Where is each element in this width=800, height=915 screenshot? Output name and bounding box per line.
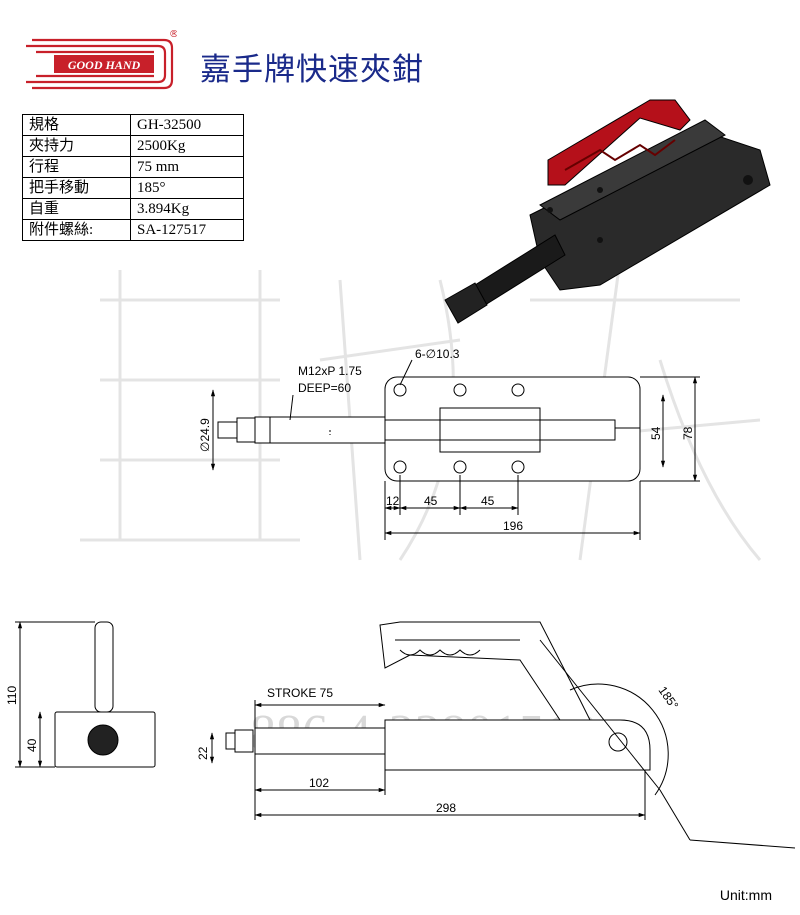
end-view	[15, 621, 156, 768]
dim-45a: 45	[424, 494, 438, 508]
dim-12: 12	[386, 494, 400, 508]
dim-40: 40	[25, 738, 39, 752]
spec-row: 附件螺絲:SA-127517	[22, 219, 244, 241]
brand-logo: GOOD HAND ®	[22, 28, 179, 98]
top-view	[210, 359, 700, 540]
logo-text: GOOD HAND	[68, 58, 141, 72]
dim-102: 102	[309, 776, 329, 790]
unit-label: Unit:mm	[719, 887, 772, 903]
thread-callout: M12xP 1.75	[298, 364, 362, 378]
clamp-3d-render	[444, 99, 771, 324]
dim-78: 78	[681, 426, 695, 440]
angle-label: 185°	[656, 684, 682, 713]
mount-holes	[393, 383, 525, 474]
registered-mark: ®	[169, 29, 177, 40]
dim-54: 54	[649, 426, 663, 440]
stroke-label: STROKE 75	[267, 686, 333, 700]
dim-110: 110	[5, 686, 19, 705]
hole-callout: 6-∅10.3	[415, 347, 460, 361]
dim-196: 196	[503, 519, 523, 533]
dim-22: 22	[196, 746, 210, 760]
dim-45b: 45	[481, 494, 495, 508]
dim-298: 298	[436, 801, 456, 815]
dia-dimension: ∅24.9	[198, 418, 212, 452]
thread-depth-callout: DEEP=60	[298, 381, 351, 395]
side-view	[209, 621, 796, 849]
page-title: 嘉手牌快速夾鉗	[200, 52, 424, 88]
